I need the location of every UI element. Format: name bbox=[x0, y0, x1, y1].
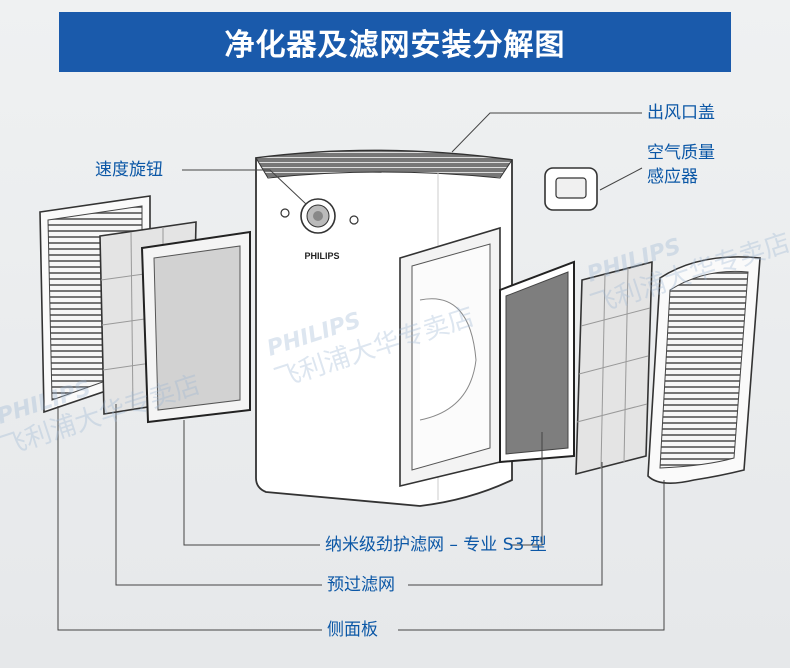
right-prefilter bbox=[575, 260, 653, 476]
label-outlet-cover: 出风口盖 bbox=[647, 103, 715, 123]
label-side-panel: 侧面板 bbox=[327, 620, 378, 640]
label-speed-knob: 速度旋钮 bbox=[95, 160, 163, 180]
body-logo: PHILIPS bbox=[304, 251, 339, 261]
label-air-sensor-line2: 感应器 bbox=[647, 167, 698, 187]
purifier-body bbox=[255, 149, 513, 507]
right-side-panel bbox=[647, 256, 761, 484]
label-prefilter: 预过滤网 bbox=[327, 575, 395, 595]
right-hepa-filter bbox=[499, 260, 575, 464]
air-quality-sensor bbox=[544, 167, 598, 211]
leader-lines bbox=[57, 112, 665, 631]
label-air-sensor-line1: 空气质量 bbox=[647, 143, 715, 163]
speed-knob bbox=[280, 198, 359, 234]
left-hepa-filter bbox=[140, 230, 251, 424]
label-hepa-filter: 纳米级劲护滤网 – 专业 S3 型 bbox=[325, 535, 547, 555]
page-title: 净化器及滤网安装分解图 bbox=[59, 12, 731, 72]
